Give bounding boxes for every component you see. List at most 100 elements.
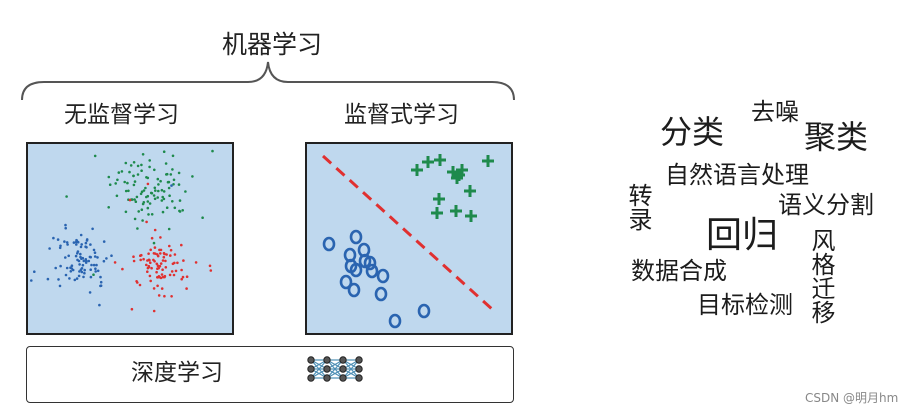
- unsupervised-label: 无监督学习: [64, 102, 179, 128]
- scatter-dot: [168, 244, 171, 248]
- scatter-dot: [117, 171, 121, 174]
- scatter-dot: [121, 267, 124, 271]
- scatter-dot: [177, 171, 181, 175]
- scatter-dot: [173, 206, 177, 210]
- scatter-dot: [152, 194, 156, 197]
- scatter-dot: [140, 208, 144, 211]
- scatter-dot: [132, 183, 136, 187]
- circle-marker: [349, 229, 363, 245]
- scatter-dot: [141, 202, 145, 206]
- scatter-dot: [129, 164, 133, 167]
- scatter-dot: [67, 254, 70, 258]
- scatter-dot: [46, 277, 50, 281]
- scatter-dot: [88, 291, 92, 294]
- word-semantic-segmentation: 语义分割: [778, 191, 874, 219]
- scatter-dot: [57, 278, 60, 281]
- circle-marker: [365, 263, 379, 279]
- scatter-dot: [145, 220, 148, 224]
- scatter-dot: [156, 276, 159, 279]
- scatter-dot: [126, 181, 129, 185]
- scatter-dot: [164, 162, 168, 165]
- scatter-dot: [99, 275, 102, 279]
- scatter-dot: [140, 190, 144, 193]
- supervised-label: 监督式学习: [344, 102, 459, 128]
- scatter-dot: [92, 273, 95, 276]
- circle-marker: [376, 268, 390, 284]
- scatter-dot: [159, 179, 162, 183]
- scatter-dot: [82, 275, 85, 279]
- scatter-dot: [141, 153, 145, 156]
- scatter-dot: [93, 154, 97, 158]
- scatter-dot: [170, 295, 173, 298]
- circle-marker: [339, 274, 353, 290]
- scatter-dot: [136, 164, 140, 168]
- scatter-dot: [94, 270, 97, 273]
- scatter-dot: [63, 240, 66, 243]
- scatter-dot: [178, 210, 182, 213]
- scatter-dot: [52, 236, 55, 240]
- scatter-dot: [90, 263, 93, 267]
- scatter-dot: [147, 252, 150, 255]
- scatter-dot: [83, 271, 86, 275]
- scatter-dot: [146, 176, 150, 180]
- scatter-dot: [160, 188, 164, 192]
- scatter-dot: [132, 255, 135, 258]
- scatter-dot: [65, 266, 69, 270]
- scatter-dot: [75, 243, 78, 246]
- scatter-dot: [147, 264, 151, 268]
- scatter-dot: [84, 241, 88, 245]
- scatter-dot: [59, 244, 62, 248]
- word-regression: 回归: [706, 215, 779, 256]
- scatter-dot: [178, 199, 182, 202]
- scatter-dot: [158, 264, 162, 268]
- scatter-dot: [155, 270, 158, 274]
- curly-brace: [21, 61, 515, 101]
- scatter-dot: [172, 273, 176, 277]
- scatter-dot: [136, 173, 140, 176]
- scatter-dot: [168, 194, 171, 197]
- scatter-dot: [108, 183, 112, 186]
- scatter-dot: [130, 307, 134, 311]
- scatter-dot: [96, 269, 100, 273]
- scatter-dot: [96, 256, 99, 259]
- scatter-dot: [75, 238, 78, 242]
- scatter-dot: [159, 236, 162, 239]
- scatter-dot: [194, 261, 198, 264]
- scatter-dot: [78, 263, 81, 266]
- scatter-dot: [161, 259, 165, 262]
- scatter-dot: [180, 277, 183, 281]
- scatter-dot: [185, 287, 188, 290]
- scatter-dot: [153, 168, 156, 172]
- scatter-dot: [93, 251, 97, 254]
- scatter-dot: [79, 233, 83, 237]
- scatter-dot: [69, 266, 72, 269]
- scatter-dot: [127, 189, 130, 193]
- scatter-dot: [156, 264, 160, 267]
- scatter-dot: [107, 175, 111, 179]
- scatter-dot: [171, 262, 175, 266]
- scatter-dot: [87, 259, 91, 263]
- scatter-dot: [162, 255, 166, 259]
- scatter-dot: [146, 182, 150, 186]
- scatter-dot: [59, 264, 62, 268]
- scatter-dot: [89, 243, 92, 246]
- scatter-dot: [168, 273, 172, 277]
- deep-learning-box: [26, 346, 514, 403]
- scatter-dot: [150, 213, 154, 216]
- scatter-dot: [149, 261, 152, 265]
- scatter-dot: [89, 275, 93, 279]
- scatter-dot: [146, 206, 150, 210]
- scatter-dot: [64, 223, 67, 227]
- scatter-dot: [132, 174, 135, 178]
- scatter-dot: [174, 269, 178, 273]
- scatter-dot: [164, 259, 167, 263]
- scatter-dot: [80, 243, 83, 246]
- scatter-dot: [149, 279, 152, 283]
- scatter-dot: [157, 266, 160, 270]
- plus-marker: [456, 164, 468, 176]
- scatter-dot: [136, 227, 139, 230]
- scatter-dot: [149, 191, 153, 195]
- plus-marker: [450, 205, 462, 217]
- scatter-dot: [161, 210, 165, 214]
- word-translation: 转录: [624, 183, 652, 231]
